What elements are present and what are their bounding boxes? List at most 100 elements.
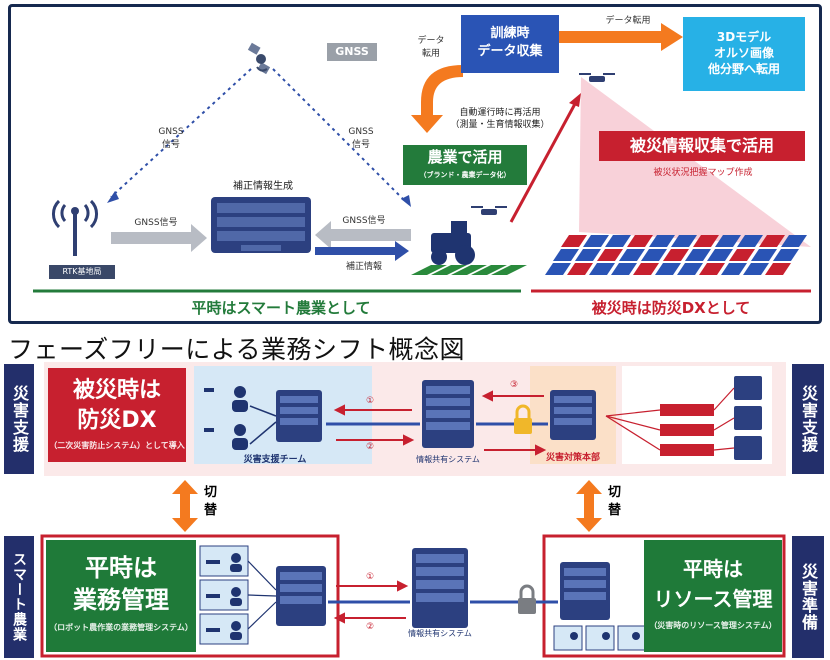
satellite-icon	[247, 42, 271, 75]
model-reuse-box: 3Dモデル オルソ画像 他分野へ転用	[683, 17, 805, 91]
left-server-icon	[276, 566, 326, 626]
field-tile	[655, 263, 681, 275]
field-tile	[619, 249, 645, 261]
field-tile	[633, 263, 659, 275]
field-tile	[781, 235, 807, 247]
center-system-label: 情報共有システム	[416, 455, 480, 464]
normal-left-headline-box: 平時は 業務管理 （ロボット農作業の業務管理システム）	[46, 540, 196, 652]
top-diagram-graphics	[33, 23, 811, 293]
correction-info-label: 補正情報	[345, 262, 382, 272]
diagram-title: フェーズフリーによる業務シフト概念図	[8, 335, 466, 364]
correction-station-label: 補正情報生成	[233, 181, 293, 192]
disaster-headline-box: 被災時は 防災DX （二次災害防止システム）として導入	[48, 368, 186, 462]
field-tile	[743, 263, 769, 275]
team-server-icon	[276, 390, 322, 442]
disaster-info-sub: 被災状況把握マップ作成	[653, 168, 753, 178]
correction-arrow	[315, 241, 409, 261]
data-transfer-small-label: データ 転用	[417, 36, 445, 59]
correction-server-icon	[211, 197, 311, 253]
side-label-disaster-support-left: 災害支援	[4, 364, 34, 474]
normal-row: 平時は 業務管理 （ロボット農作業の業務管理システム） 情報共有システム ① ②…	[40, 534, 790, 658]
disaster-headline-sub: （二次災害防止システム）として導入	[49, 441, 185, 450]
gnss-signal-h-right-label: GNSS信号	[342, 216, 386, 226]
gnss-arrow-to-server	[111, 224, 207, 252]
field-tile	[759, 235, 785, 247]
normal-right-sub: （災害時のリソース管理システム）	[649, 621, 777, 630]
normal-arrow-2: ②	[366, 622, 375, 632]
switch-label-left: 切 替	[204, 485, 218, 518]
field-tile	[685, 249, 711, 261]
disaster-arrow-2: ②	[366, 442, 375, 452]
field-tile	[671, 235, 697, 247]
side-label-disaster-prep: 災害準備	[792, 536, 824, 658]
normal-center-system-label: 情報共有システム	[408, 629, 472, 638]
field-tile	[583, 235, 609, 247]
gnss-signal-h-label: GNSS信号	[134, 218, 178, 228]
normal-left-headline: 平時は 業務管理	[73, 554, 169, 614]
field-tile	[737, 235, 763, 247]
side-label-smart-agri: スマート農業	[4, 536, 34, 658]
field-tile	[751, 249, 777, 261]
field-tile	[699, 263, 725, 275]
field-tile	[567, 263, 593, 275]
drone-icon-left	[471, 206, 507, 215]
normal-left-sub: （ロボット農作業の業務管理システム）	[49, 623, 193, 632]
field-tile	[693, 235, 719, 247]
data-transfer-top-label: データ転用	[605, 16, 651, 26]
rtk-base-label: RTK基地局	[49, 265, 115, 279]
gnss-signal-left-label: GNSS 信号	[158, 127, 184, 150]
training-data-box: 訓練時 データ収集	[461, 15, 559, 73]
sensing-area	[579, 77, 811, 247]
switch-label-right: 切 替	[608, 485, 622, 518]
normal-caption: 平時はスマート農業として	[191, 299, 371, 317]
field-tile	[597, 249, 623, 261]
gnss-signal-line-right	[272, 68, 407, 203]
disaster-row-graphics	[194, 366, 772, 464]
gnss-signal-right-label: GNSS 信号	[348, 127, 374, 150]
field-tile	[765, 263, 791, 275]
reuse-note: 自動運行時に再活用 （測量・生育情報収集）	[450, 108, 550, 130]
lock-icon-open	[514, 404, 532, 434]
right-server-icon	[560, 562, 610, 620]
rtk-antenna-icon	[52, 199, 98, 256]
field-tile	[649, 235, 675, 247]
drone-icon	[204, 388, 214, 432]
field-tile	[561, 235, 587, 247]
field-tile	[627, 235, 653, 247]
normal-row-graphics	[40, 534, 786, 658]
team-label: 災害支援チーム	[243, 455, 307, 465]
disaster-headline: 被災時は 防災DX	[72, 378, 161, 433]
top-diagram-panel: GNSS GNSS 信号 GNSS 信号 補正情報生成 GNSS信号 GNSS信…	[8, 4, 822, 324]
field-tile	[545, 263, 571, 275]
field-tile	[677, 263, 703, 275]
field-tile	[707, 249, 733, 261]
switch-arrow-right	[576, 480, 602, 532]
tractor-icon	[431, 221, 475, 265]
agri-use-sub: （ブランド・農業データ化）	[419, 171, 511, 179]
disaster-arrow-1: ①	[366, 396, 375, 406]
red-path-arrow	[509, 101, 578, 223]
gnss-badge: GNSS	[327, 43, 377, 61]
agri-use-title: 農業で活用	[427, 148, 503, 166]
field-tile	[773, 249, 799, 261]
hq-label: 災害対策本部	[545, 453, 600, 463]
disaster-info-banner: 被災情報収集で活用	[599, 131, 805, 161]
field-tile	[611, 263, 637, 275]
field-tile	[663, 249, 689, 261]
orange-arrow-curve	[411, 65, 463, 133]
field-tile	[729, 249, 755, 261]
agri-use-banner: 農業で活用 （ブランド・農業データ化）	[403, 145, 527, 185]
orange-arrow-right	[559, 23, 683, 51]
normal-center-server-icon	[412, 548, 468, 628]
disaster-row: 被災時は 防災DX （二次災害防止システム）として導入 災害支援チーム 情報共有…	[44, 362, 786, 476]
green-field	[411, 265, 527, 275]
field-tile	[721, 263, 747, 275]
field-tile	[605, 235, 631, 247]
drone-icon-right	[579, 73, 615, 82]
hq-server-icon	[550, 390, 596, 440]
field-tile	[553, 249, 579, 261]
field-tile	[575, 249, 601, 261]
side-label-disaster-support-right: 災害支援	[792, 364, 824, 474]
normal-arrow-1: ①	[366, 572, 375, 582]
field-tile	[641, 249, 667, 261]
